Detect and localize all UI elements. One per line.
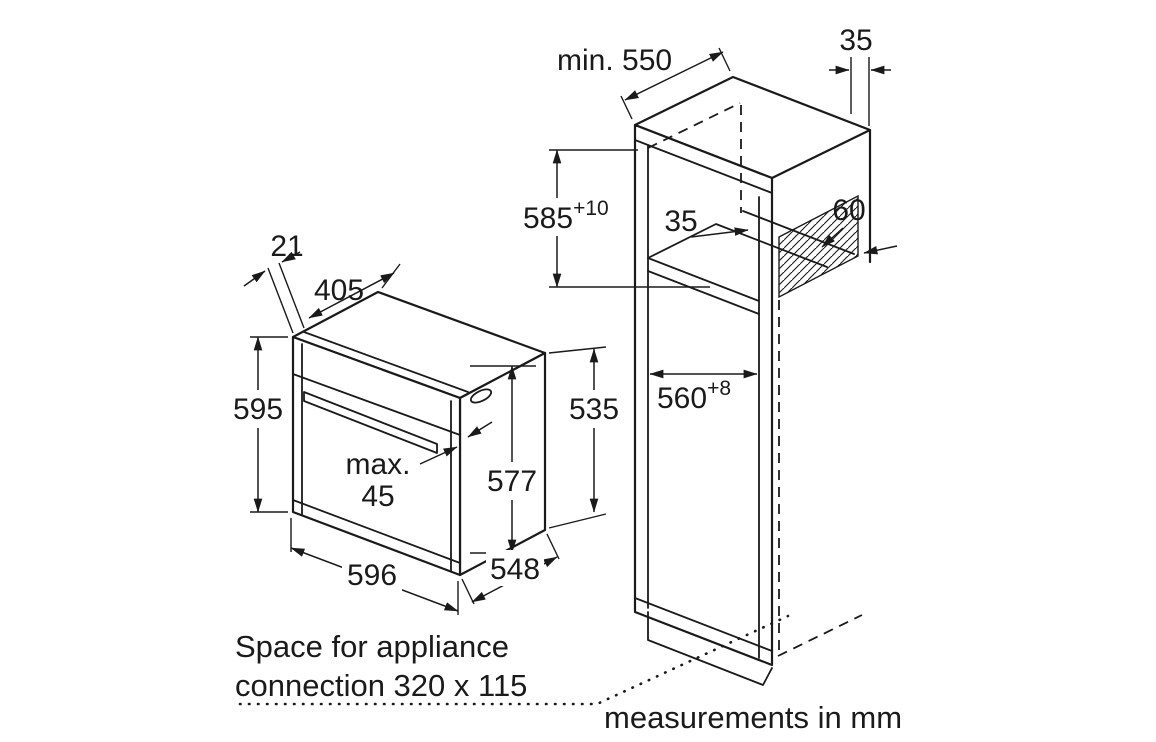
oven-control-panel-line <box>292 373 461 436</box>
dimarrow-60-b <box>863 245 898 255</box>
ext-35-top <box>850 57 870 126</box>
dim-top-rear-gap: 35 <box>839 24 872 57</box>
dimarrow-45-a <box>419 446 458 465</box>
cabinet-top-panel-inner <box>634 139 773 194</box>
note-units: measurements in mm <box>604 700 902 735</box>
dim-top-depth: 405 <box>314 274 364 307</box>
dimarrow-21-left <box>243 270 266 287</box>
dimarrow-45-b <box>467 421 493 438</box>
oven-figure: 595 21 405 max. 45 577 535 596 <box>232 230 622 615</box>
ext-21 <box>267 262 305 334</box>
dim-shelf-rear-gap: 35 <box>664 205 697 238</box>
dim-niche-min-depth: min. 550 <box>557 44 672 77</box>
hidden-top-back-edge <box>647 102 741 149</box>
dim-niche-width: 560+8 <box>657 377 731 415</box>
note-connection-line2: connection 320 x 115 <box>235 668 527 703</box>
notes: Space for appliance connection 320 x 115… <box>235 614 902 735</box>
cabinet-bottom-panel-inner <box>634 597 773 652</box>
dimline-405 <box>308 272 395 319</box>
dim-niche-height: 585+10 <box>523 197 609 235</box>
dimline-min550 <box>624 51 724 101</box>
niche-shelf-thickness <box>647 270 760 315</box>
label-bg-548 <box>486 550 544 586</box>
dim-oven-side-height: 535 <box>569 393 619 426</box>
dim-handle-max-value: 45 <box>361 480 394 513</box>
label-bg-535 <box>568 390 622 428</box>
note-connection-line1: Space for appliance <box>235 629 509 664</box>
oven-side-vent-oval <box>469 388 493 404</box>
niche-shelf-front-edge <box>647 257 760 302</box>
hidden-bottom-back-edge <box>777 614 863 657</box>
label-bg-577 <box>486 462 538 500</box>
label-bg-596 <box>342 556 402 594</box>
dim-oven-height: 595 <box>233 393 283 426</box>
dim-oven-width: 596 <box>347 559 397 592</box>
dim-door-thickness: 21 <box>270 230 303 263</box>
dimarrow-35-shelf <box>690 227 749 238</box>
dimarrow-21-right <box>281 251 301 263</box>
dim-rear-vent: 60 <box>832 194 865 227</box>
cabinet-front-face <box>633 123 774 667</box>
oven-door-top-edge <box>303 331 469 393</box>
ext-405 <box>381 263 401 289</box>
label-bg-585 <box>516 198 616 236</box>
ext-535 <box>548 346 607 529</box>
label-bg-595 <box>232 390 284 428</box>
dim-oven-depth: 548 <box>490 553 540 586</box>
dimarrow-60-a <box>821 227 844 248</box>
cabinet-plinth <box>647 611 773 686</box>
connection-space-hatch <box>778 194 859 299</box>
dim-handle-max-label: max. <box>345 448 410 481</box>
cabinet-figure: min. 550 35 585+10 35 60 560+8 <box>516 24 898 686</box>
dim-oven-rear-height: 577 <box>487 465 537 498</box>
ext-585 <box>549 149 710 288</box>
oven-handle <box>303 391 438 454</box>
